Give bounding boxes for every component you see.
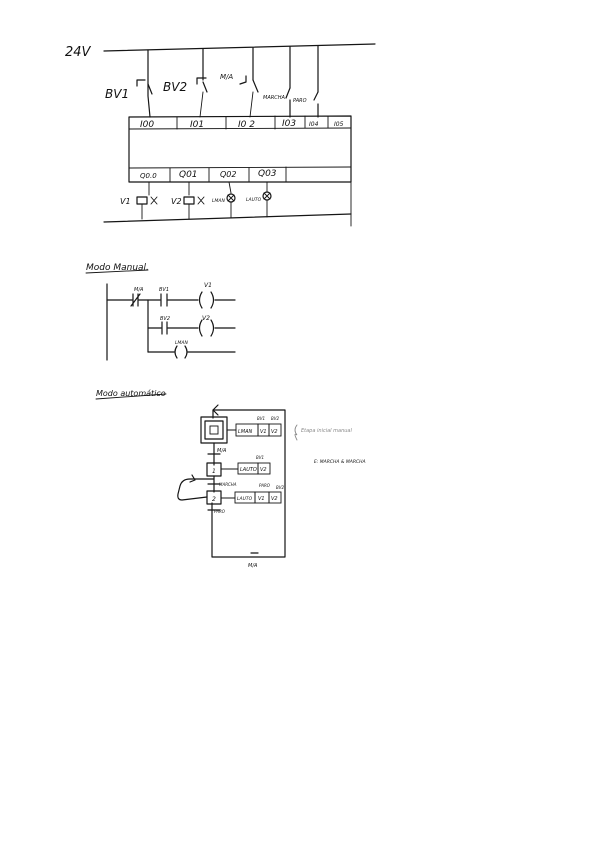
marcha-switch-icon [285,87,291,118]
auto-title: Modo automático [96,389,166,398]
input-I01: I01 [190,120,204,130]
output-Q00: Q0.0 [140,172,157,180]
v1-coil-icon [136,196,148,205]
step1-bit-bv1: BV1 [256,455,264,460]
step0-bit-bv2: BV2 [271,416,279,421]
v2-load-label: V2 [171,197,182,206]
return-arrow-icon [212,404,219,416]
svg-text:V2: V2 [271,429,278,435]
manual-title: Modo Manual. [86,263,149,273]
input-I05: I05 [334,121,344,128]
bv1-no-contact-icon [160,293,168,307]
rung3-lman-label: LMAN [175,340,188,346]
svg-text:V1: V1 [260,429,267,435]
side-note: E: MARCHA & MARCHA [314,459,366,465]
bv1-label: BV1 [105,87,129,101]
svg-text:LAUTO: LAUTO [237,496,253,502]
bv2-no-contact-icon [161,321,168,335]
output-strip [128,166,352,169]
input-I02: I0 2 [238,120,255,130]
lmanual-load-label: LMAN [212,198,225,204]
output-Q02: Q02 [220,170,236,179]
step0-note: Etapa inicial manual [301,428,352,434]
loop-arrow-icon [189,474,196,483]
bv2-label: BV2 [163,80,187,94]
t01-label: M/A [217,448,227,454]
step0-action-v2 [268,423,282,437]
rung2-v2-label: V2 [202,315,210,322]
ma-nc-contact-icon [130,293,141,307]
input-I03: I03 [282,119,296,129]
step1-id: 1 [212,468,216,475]
lauto-load-label: LAUTO [246,197,262,203]
wiring-diagram: 24V BV1 BV2 M/A MARCHA PARO I00 I01 I0 2… [65,43,376,227]
input-I00: I00 [140,120,154,130]
v1-coil-symbol-icon [198,291,215,309]
output-Q01: Q01 [179,170,198,180]
step2-bit-bv2: BV2 [276,485,284,490]
drop-bv1 [147,49,151,118]
input-strip [128,127,352,130]
svg-text:V1: V1 [258,496,265,502]
v1-load-label: V1 [120,197,131,206]
step2-id: 2 [212,496,216,503]
v2-coil-symbol-icon [198,319,215,337]
auto-mode-grafcet: Modo automático LMAN V1 V2 BV1 BV2 Etapa… [95,389,366,569]
step1-action-v2 [257,462,271,475]
supply-rail [103,43,376,52]
bv2-switch-icon [196,77,208,93]
step2-action-v2 [268,491,282,504]
v2-coil-icon [183,196,195,205]
supply-label: 24V [65,45,92,60]
marcha-label: MARCHA [263,95,285,101]
svg-text:V2: V2 [260,467,267,473]
rung1-bv1-label: BV1 [159,287,169,293]
t-back-label: M/A [248,563,258,569]
common-rail [103,213,352,223]
ma-switch-icon [239,75,259,93]
svg-text:LAUTO: LAUTO [240,467,257,473]
svg-text:LMAN: LMAN [238,429,253,435]
output-Q03: Q03 [258,169,277,179]
svg-text:V2: V2 [271,496,278,502]
rung1-ma-label: M/A [134,287,144,293]
paro-switch-icon [313,91,319,118]
step0-bit-bv1: BV1 [257,416,265,421]
manual-mode-ladder: Modo Manual. M/A BV1 V1 BV2 V2 LMAN [85,263,236,361]
t20-label: PARO [214,509,225,514]
ma-label: M/A [220,73,233,81]
note-brace-icon [294,424,298,441]
lman-coil-symbol-icon [174,345,188,359]
input-I04: I04 [309,121,319,128]
step2-bit-paro: PARO [259,483,270,488]
rung2-bv2-label: BV2 [160,316,170,322]
paro-label: PARO [293,98,307,104]
rung1-v1-label: V1 [204,282,212,289]
t12-label: MARCHA [219,482,237,487]
bv1-switch-icon [136,79,153,95]
